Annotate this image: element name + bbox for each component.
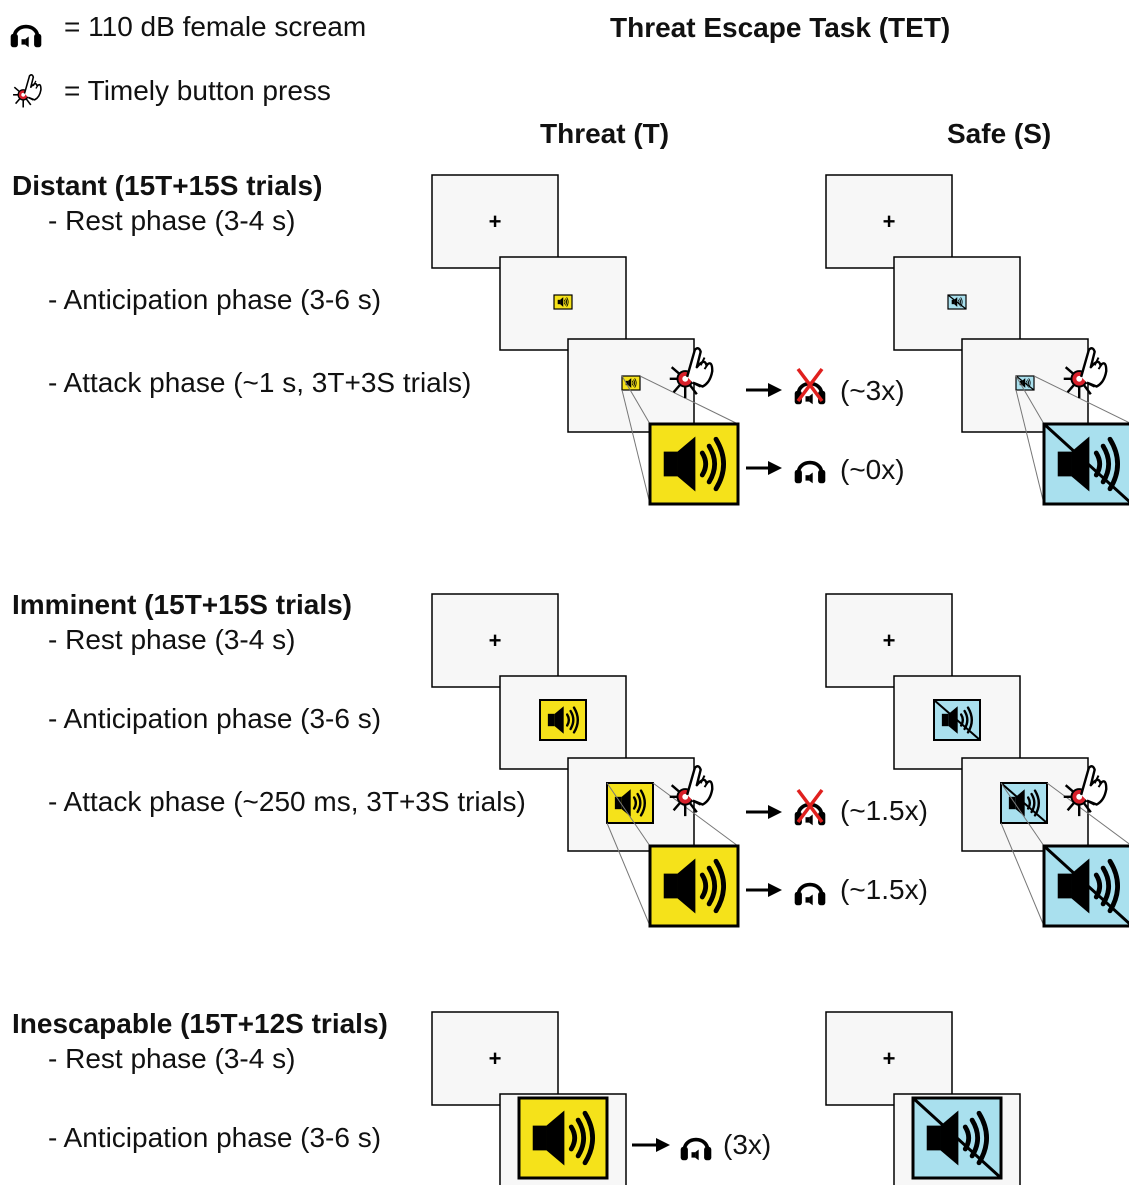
- phase-label: - Attack phase (~250 ms, 3T+3S trials): [48, 786, 526, 817]
- trial-screen: [431, 174, 559, 269]
- arrow-icon: [746, 461, 782, 475]
- outcome-escaped-label: (~1.5x): [840, 795, 928, 826]
- arrow-icon: [746, 805, 782, 819]
- zoom-callout: [1000, 782, 1129, 927]
- trial-screen: [825, 1011, 953, 1106]
- threat-cue-large: [648, 844, 740, 928]
- column-threat-header: Threat (T): [540, 118, 670, 149]
- headphones-icon: [792, 460, 828, 486]
- legend-press-label: = Timely button press: [64, 75, 331, 106]
- trial-screen: [825, 174, 953, 269]
- block-imminent-heading: Imminent (15T+15S trials): [12, 589, 353, 620]
- threat-cue-medium: [539, 699, 587, 741]
- safe-cue-medium: [933, 699, 981, 741]
- zoom-callout: [621, 375, 739, 505]
- phase-label: - Anticipation phase (3-6 s): [48, 703, 382, 734]
- phase-label: - Rest phase (3-4 s): [48, 205, 296, 236]
- red-cross-icon: [796, 788, 824, 824]
- threat-cue-small: [621, 375, 641, 391]
- threat-cue-medium: [606, 782, 654, 824]
- outcome-escaped-label: (~3x): [840, 375, 905, 406]
- safe-cue-large: [1042, 422, 1129, 506]
- outcome-scream-label: (~1.5x): [840, 874, 928, 905]
- arrow-icon: [746, 383, 782, 397]
- trial-screen: [431, 593, 559, 688]
- headphones-icon: [792, 882, 828, 908]
- safe-cue-small: [1015, 375, 1035, 391]
- safe-cue-large: [1042, 844, 1129, 928]
- block-inescapable-heading: Inescapable (15T+12S trials): [12, 1008, 388, 1039]
- phase-label: - Attack phase (~1 s, 3T+3S trials): [48, 367, 472, 398]
- red-cross-icon: [796, 367, 824, 403]
- page-title: Threat Escape Task (TET): [610, 12, 951, 43]
- fixation-cross: +: [883, 1046, 896, 1071]
- phase-label: - Rest phase (3-4 s): [48, 624, 296, 655]
- phase-label: - Anticipation phase (3-6 s): [48, 1122, 382, 1153]
- outcome-scream-label: (3x): [723, 1129, 772, 1160]
- fixation-cross: +: [489, 1046, 502, 1071]
- safe-cue-small: [947, 294, 967, 310]
- fixation-cross: +: [489, 209, 502, 234]
- fixation-cross: +: [883, 628, 896, 653]
- legend-headphones-label: = 110 dB female scream: [64, 11, 367, 42]
- fixation-cross: +: [883, 209, 896, 234]
- threat-cue-large: [648, 422, 740, 506]
- trial-screen: [431, 1011, 559, 1106]
- phase-label: - Anticipation phase (3-6 s): [48, 284, 382, 315]
- zoom-callout: [606, 782, 739, 927]
- trial-screen: [893, 675, 1021, 770]
- column-safe-header: Safe (S): [947, 118, 1052, 149]
- arrow-icon: [746, 883, 782, 897]
- phase-label: - Rest phase (3-4 s): [48, 1043, 296, 1074]
- fixation-cross: +: [489, 628, 502, 653]
- threat-cue-small: [553, 294, 573, 310]
- outcome-scream-label: (~0x): [840, 454, 905, 485]
- zoom-callout: [1015, 375, 1129, 505]
- threat-cue-large: [517, 1096, 609, 1180]
- safe-cue-large: [911, 1096, 1003, 1180]
- arrow-icon: [632, 1138, 670, 1152]
- block-distant-heading: Distant (15T+15S trials): [12, 170, 323, 201]
- headphones-icon: [678, 1137, 714, 1163]
- trial-screen: [825, 593, 953, 688]
